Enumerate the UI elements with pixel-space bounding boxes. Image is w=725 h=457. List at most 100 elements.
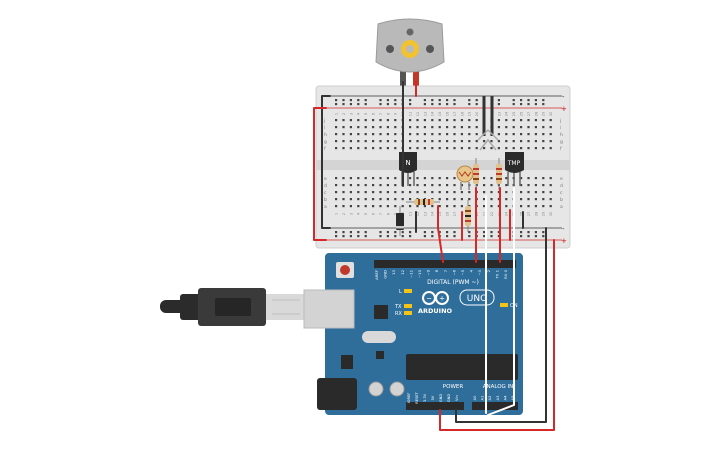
terminal-hole[interactable] [394, 119, 397, 122]
wire-ground-rails[interactable] [321, 95, 331, 229]
terminal-hole[interactable] [431, 133, 434, 136]
terminal-hole[interactable] [505, 126, 508, 129]
terminal-hole[interactable] [401, 191, 404, 194]
terminal-hole[interactable] [446, 205, 449, 208]
rail-hole[interactable] [357, 231, 360, 234]
terminal-hole[interactable] [342, 198, 345, 201]
rail-hole[interactable] [446, 99, 449, 102]
rail-hole[interactable] [438, 231, 441, 234]
terminal-hole[interactable] [483, 140, 486, 143]
terminal-hole[interactable] [460, 126, 463, 129]
terminal-hole[interactable] [342, 191, 345, 194]
terminal-hole[interactable] [342, 126, 345, 129]
terminal-hole[interactable] [357, 119, 360, 122]
rail-hole[interactable] [394, 99, 397, 102]
terminal-hole[interactable] [497, 119, 500, 122]
rail-hole[interactable] [409, 231, 412, 234]
terminal-hole[interactable] [416, 177, 419, 180]
terminal-hole[interactable] [483, 147, 486, 150]
terminal-hole[interactable] [357, 147, 360, 150]
terminal-hole[interactable] [527, 184, 530, 187]
rail-hole[interactable] [483, 235, 486, 238]
rail-hole[interactable] [423, 235, 426, 238]
terminal-hole[interactable] [453, 119, 456, 122]
rail-hole[interactable] [446, 103, 449, 106]
terminal-hole[interactable] [409, 133, 412, 136]
terminal-hole[interactable] [349, 198, 352, 201]
terminal-hole[interactable] [520, 184, 523, 187]
terminal-hole[interactable] [453, 126, 456, 129]
rail-hole[interactable] [468, 103, 471, 106]
terminal-hole[interactable] [335, 177, 338, 180]
rail-hole[interactable] [342, 231, 345, 234]
terminal-hole[interactable] [349, 119, 352, 122]
terminal-hole[interactable] [438, 177, 441, 180]
terminal-hole[interactable] [534, 133, 537, 136]
terminal-hole[interactable] [438, 184, 441, 187]
terminal-hole[interactable] [475, 119, 478, 122]
rail-hole[interactable] [497, 235, 500, 238]
terminal-hole[interactable] [416, 191, 419, 194]
terminal-hole[interactable] [416, 205, 419, 208]
rail-hole[interactable] [527, 99, 530, 102]
terminal-hole[interactable] [438, 191, 441, 194]
rail-hole[interactable] [453, 235, 456, 238]
terminal-hole[interactable] [438, 205, 441, 208]
rail-hole[interactable] [446, 235, 449, 238]
terminal-hole[interactable] [534, 126, 537, 129]
terminal-hole[interactable] [379, 184, 382, 187]
terminal-hole[interactable] [409, 184, 412, 187]
rgb-led[interactable] [477, 96, 499, 151]
terminal-hole[interactable] [453, 198, 456, 201]
resistor-photoresistor[interactable] [473, 158, 479, 190]
terminal-hole[interactable] [520, 140, 523, 143]
dc-motor[interactable] [375, 18, 445, 86]
rail-hole[interactable] [431, 99, 434, 102]
rail-hole[interactable] [520, 103, 523, 106]
terminal-hole[interactable] [409, 147, 412, 150]
rail-hole[interactable] [468, 235, 471, 238]
terminal-hole[interactable] [438, 133, 441, 136]
rail-hole[interactable] [438, 103, 441, 106]
rail-hole[interactable] [394, 103, 397, 106]
terminal-hole[interactable] [386, 133, 389, 136]
terminal-hole[interactable] [409, 177, 412, 180]
terminal-hole[interactable] [401, 198, 404, 201]
rail-hole[interactable] [423, 231, 426, 234]
rail-hole[interactable] [379, 103, 382, 106]
terminal-hole[interactable] [386, 191, 389, 194]
terminal-hole[interactable] [475, 184, 478, 187]
rail-hole[interactable] [357, 235, 360, 238]
terminal-hole[interactable] [431, 147, 434, 150]
terminal-hole[interactable] [483, 184, 486, 187]
terminal-hole[interactable] [372, 177, 375, 180]
terminal-hole[interactable] [542, 126, 545, 129]
terminal-hole[interactable] [372, 119, 375, 122]
terminal-hole[interactable] [542, 198, 545, 201]
terminal-hole[interactable] [431, 184, 434, 187]
terminal-hole[interactable] [468, 147, 471, 150]
rail-hole[interactable] [423, 103, 426, 106]
rail-hole[interactable] [534, 103, 537, 106]
terminal-hole[interactable] [349, 126, 352, 129]
terminal-hole[interactable] [379, 205, 382, 208]
terminal-hole[interactable] [505, 177, 508, 180]
rail-hole[interactable] [386, 103, 389, 106]
wire-gnd-to-arduino[interactable] [455, 227, 547, 423]
terminal-hole[interactable] [423, 184, 426, 187]
terminal-hole[interactable] [409, 191, 412, 194]
terminal-hole[interactable] [483, 198, 486, 201]
photoresistor[interactable] [456, 165, 474, 190]
rail-hole[interactable] [386, 231, 389, 234]
terminal-hole[interactable] [342, 147, 345, 150]
usb-cable[interactable] [160, 288, 304, 326]
rail-hole[interactable] [534, 99, 537, 102]
terminal-hole[interactable] [342, 184, 345, 187]
terminal-hole[interactable] [497, 147, 500, 150]
terminal-hole[interactable] [364, 119, 367, 122]
rail-hole[interactable] [386, 235, 389, 238]
terminal-hole[interactable] [527, 191, 530, 194]
rail-hole[interactable] [364, 231, 367, 234]
